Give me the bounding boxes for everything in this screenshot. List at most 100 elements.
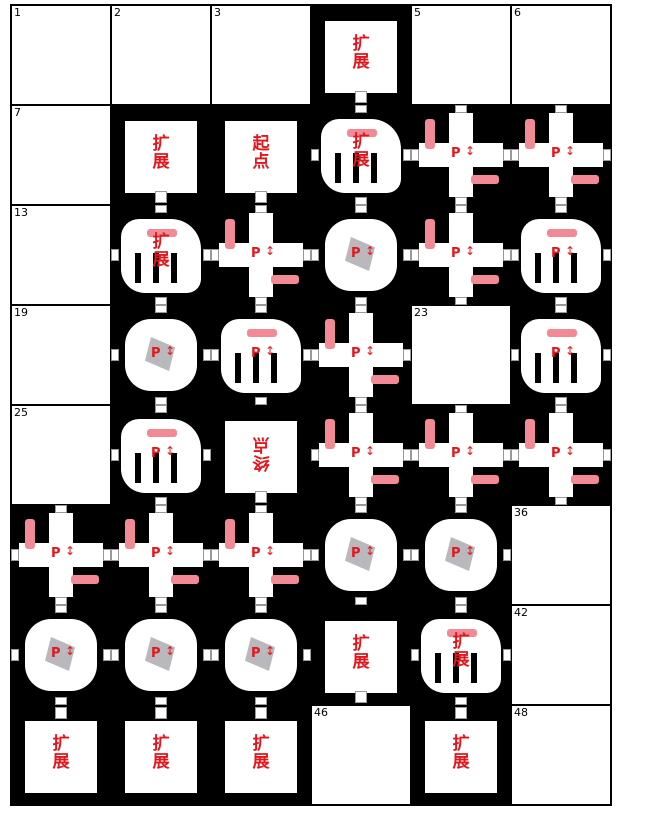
door-connector: [255, 505, 267, 513]
room-maze[interactable]: P↕: [211, 305, 311, 405]
room-corner[interactable]: P↕: [411, 405, 511, 505]
door-connector: [455, 405, 467, 413]
empty-cell[interactable]: 42: [511, 605, 611, 705]
arrow-icon: ↕: [265, 245, 275, 257]
door-connector: [255, 205, 267, 213]
labeled-room[interactable]: 扩展: [311, 605, 411, 705]
empty-cell[interactable]: 3: [211, 5, 311, 105]
labeled-room[interactable]: 起点: [211, 105, 311, 205]
cell-number: 1: [14, 7, 21, 19]
pink-block: [225, 219, 235, 249]
p-marker: P: [151, 647, 161, 660]
room-cross[interactable]: P↕: [311, 205, 411, 305]
labeled-room[interactable]: 扩展: [111, 105, 211, 205]
door-connector: [455, 205, 467, 213]
pink-block: [325, 419, 335, 449]
empty-cell[interactable]: 46: [311, 705, 411, 805]
door-connector: [555, 297, 567, 305]
door-connector: [403, 449, 411, 461]
room-cross[interactable]: P↕: [211, 605, 311, 705]
p-marker: P: [451, 547, 461, 560]
empty-cell[interactable]: 2: [111, 5, 211, 105]
empty-cell[interactable]: 25: [11, 405, 111, 505]
door-connector: [155, 497, 167, 505]
cell-number: 42: [514, 607, 528, 619]
door-connector: [203, 349, 211, 361]
labeled-room[interactable]: 扩展: [411, 705, 511, 805]
room-corner[interactable]: P↕: [311, 305, 411, 405]
arrow-icon: ↕: [465, 245, 475, 257]
p-marker: P: [51, 547, 61, 560]
room-maze[interactable]: P↕: [511, 305, 611, 405]
p-marker: P: [551, 247, 561, 260]
cell-number: 2: [114, 7, 121, 19]
door-connector: [411, 649, 419, 661]
door-connector: [55, 697, 67, 705]
door-connector: [55, 707, 67, 719]
pink-block: [571, 475, 599, 484]
door-connector: [311, 549, 319, 561]
dungeon-grid: 1235671319232536424648扩展扩展起点终点扩展扩展扩展扩展扩展…: [10, 4, 612, 806]
door-connector: [511, 249, 519, 261]
room-tee[interactable]: P↕: [411, 205, 511, 305]
room-maze[interactable]: 扩展: [311, 105, 411, 205]
door-connector: [255, 707, 267, 719]
room-label: 扩展: [50, 735, 72, 771]
door-connector: [255, 297, 267, 305]
empty-cell[interactable]: 23: [411, 305, 511, 405]
room-maze[interactable]: 扩展: [411, 605, 511, 705]
pink-block: [471, 475, 499, 484]
room-corner[interactable]: P↕: [11, 505, 111, 605]
room-corner[interactable]: P↕: [311, 405, 411, 505]
door-connector: [155, 397, 167, 405]
arrow-icon: ↕: [365, 445, 375, 457]
door-connector: [155, 505, 167, 513]
arrow-icon: ↕: [65, 645, 75, 657]
pink-block: [271, 575, 299, 584]
maze-wall: [335, 153, 341, 183]
door-connector: [503, 149, 511, 161]
room-maze[interactable]: 扩展: [111, 205, 211, 305]
empty-cell[interactable]: 48: [511, 705, 611, 805]
pink-block: [525, 119, 535, 149]
empty-cell[interactable]: 5: [411, 5, 511, 105]
p-marker: P: [351, 247, 361, 260]
door-connector: [555, 105, 567, 113]
room-cross[interactable]: P↕: [411, 505, 511, 605]
room-maze[interactable]: P↕: [111, 405, 211, 505]
empty-cell[interactable]: 36: [511, 505, 611, 605]
room-corner[interactable]: P↕: [211, 505, 311, 605]
empty-cell[interactable]: 7: [11, 105, 111, 205]
door-connector: [303, 249, 311, 261]
door-connector: [11, 549, 19, 561]
door-connector: [303, 549, 311, 561]
cell-number: 19: [14, 307, 28, 319]
room-label: 扩展: [150, 135, 172, 171]
door-connector: [555, 405, 567, 413]
room-cross[interactable]: P↕: [311, 505, 411, 605]
labeled-room[interactable]: 扩展: [11, 705, 111, 805]
labeled-room[interactable]: 扩展: [111, 705, 211, 805]
room-corner[interactable]: P↕: [211, 205, 311, 305]
empty-cell[interactable]: 13: [11, 205, 111, 305]
room-cross[interactable]: P↕: [11, 605, 111, 705]
room-corner[interactable]: P↕: [511, 105, 611, 205]
labeled-room[interactable]: 扩展: [211, 705, 311, 805]
door-connector: [311, 449, 319, 461]
empty-cell[interactable]: 19: [11, 305, 111, 405]
room-corner[interactable]: P↕: [511, 405, 611, 505]
room-cross[interactable]: P↕: [111, 305, 211, 405]
labeled-room[interactable]: 扩展: [311, 5, 411, 105]
cell-number: 5: [414, 7, 421, 19]
empty-cell[interactable]: 6: [511, 5, 611, 105]
room-maze[interactable]: P↕: [511, 205, 611, 305]
room-corner[interactable]: P↕: [411, 105, 511, 205]
empty-cell[interactable]: 1: [11, 5, 111, 105]
room-corner[interactable]: P↕: [111, 505, 211, 605]
labeled-room[interactable]: 终点: [211, 405, 311, 505]
room-cross[interactable]: P↕: [111, 605, 211, 705]
door-connector: [455, 105, 467, 113]
cell-number: 3: [214, 7, 221, 19]
door-connector: [411, 249, 419, 261]
door-connector: [55, 597, 67, 605]
